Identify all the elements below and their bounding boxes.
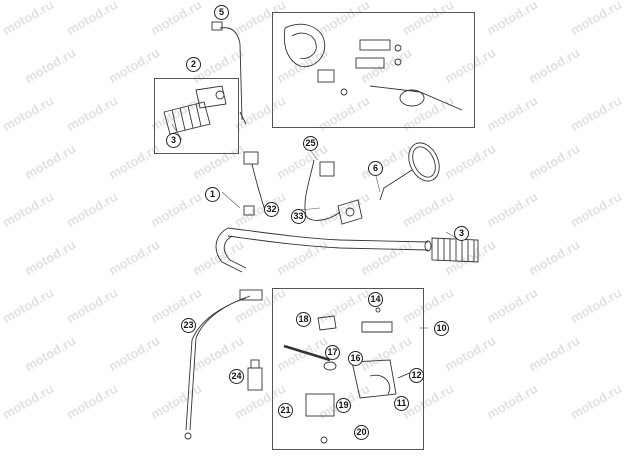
throttle-cable-part bbox=[184, 289, 263, 440]
callout-24: 24 bbox=[229, 369, 244, 384]
callout-17: 17 bbox=[325, 345, 340, 360]
callout-18: 18 bbox=[296, 312, 311, 327]
clutch-cable-part bbox=[211, 21, 247, 125]
callout-19: 19 bbox=[336, 398, 351, 413]
callout-20: 20 bbox=[354, 425, 369, 440]
callout-3-grip: 3 bbox=[454, 226, 469, 241]
throttle-assembly-frame bbox=[272, 288, 424, 450]
callout-1: 1 bbox=[205, 187, 220, 202]
callout-21: 21 bbox=[278, 403, 293, 418]
callout-16: 16 bbox=[348, 351, 363, 366]
cable-end-part bbox=[247, 359, 263, 391]
inset-grip-part bbox=[163, 85, 227, 135]
mirror-assembly-frame bbox=[272, 12, 475, 128]
handlebar-part bbox=[215, 227, 432, 273]
leader-lines bbox=[171, 123, 457, 329]
switch-wiring-part bbox=[243, 151, 363, 225]
callout-14: 14 bbox=[368, 292, 383, 307]
callout-33: 33 bbox=[291, 209, 306, 224]
callout-11: 11 bbox=[394, 396, 409, 411]
callout-5: 5 bbox=[214, 5, 229, 20]
throttle-assembly-parts bbox=[283, 307, 413, 444]
callout-10: 10 bbox=[434, 321, 449, 336]
right-grip-part bbox=[431, 237, 479, 263]
callout-2: 2 bbox=[186, 57, 201, 72]
callout-6: 6 bbox=[368, 161, 383, 176]
mirror-part bbox=[379, 142, 440, 201]
callout-32: 32 bbox=[264, 202, 279, 217]
callout-12: 12 bbox=[409, 368, 424, 383]
callout-25: 25 bbox=[303, 136, 318, 151]
grip-inset-frame bbox=[154, 78, 239, 154]
callout-3-inset: 3 bbox=[166, 133, 181, 148]
callout-23: 23 bbox=[181, 318, 196, 333]
mirror-assembly-parts bbox=[283, 23, 463, 111]
